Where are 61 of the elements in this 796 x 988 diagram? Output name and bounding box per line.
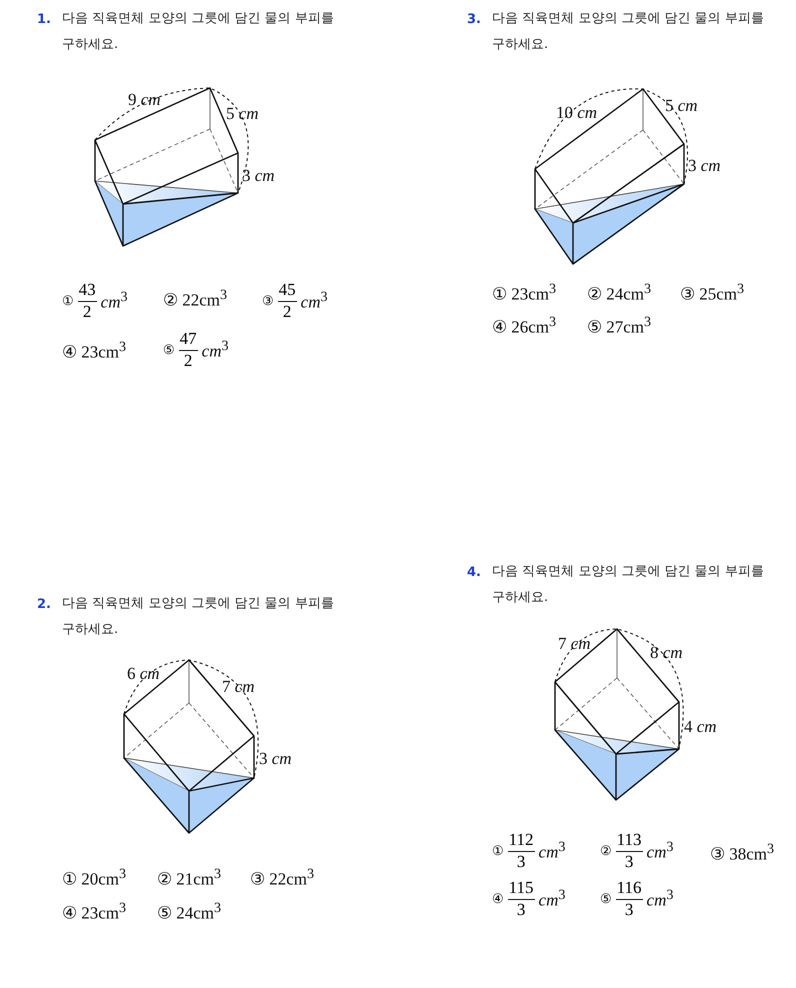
fraction-numerator: 112 [508, 830, 535, 852]
fraction-numerator: 113 [616, 830, 643, 852]
fraction-denominator: 2 [282, 302, 292, 322]
question-number: 2. [37, 597, 51, 612]
question-text: 다음 직육면체 모양의 그릇에 담긴 물의 부피를 구하세요. [492, 10, 765, 54]
fraction-numerator: 43 [78, 280, 97, 302]
choice-marker: ① [492, 844, 504, 858]
question-text: 다음 직육면체 모양의 그릇에 담긴 물의 부피를 구하세요. [492, 563, 765, 607]
dimension-label: 5 cm [665, 96, 698, 116]
fraction-denominator: 2 [184, 351, 192, 371]
dimension-label: 8 cm [650, 643, 683, 663]
answer-choice: ⑤ 24cm$^{3}$ [157, 900, 222, 924]
unit-label: cm$^{3}$ [538, 839, 566, 863]
dimension-label: 5 cm [226, 104, 259, 124]
answer-choice: ③ 22cm$^{3}$ [250, 866, 314, 890]
fraction-denominator: 2 [82, 302, 92, 322]
choice-marker: ⑤ [600, 892, 612, 906]
choice-marker: ③ [262, 294, 274, 308]
answer-choice: ① 23cm$^{3}$ [492, 281, 556, 305]
answer-choice: ④ 23cm$^{3}$ [62, 339, 126, 363]
answer-choice: ② 22cm$^{3}$ [163, 287, 228, 311]
unit-label: cm$^{3}$ [646, 887, 674, 911]
answer-choice: ① 20cm$^{3}$ [62, 866, 126, 890]
fraction-denominator: 3 [516, 900, 526, 920]
question-number: 4. [467, 565, 481, 580]
fraction-denominator: 3 [516, 852, 526, 872]
choice-marker: ① [62, 294, 74, 308]
dimension-label: 7 cm [222, 677, 255, 697]
choice-marker: ② [600, 844, 612, 858]
dimension-label: 10 cm [556, 103, 598, 123]
unit-label: cm$^{3}$ [100, 289, 128, 313]
question-text: 다음 직육면체 모양의 그릇에 담긴 물의 부피를 구하세요. [62, 10, 335, 54]
dimension-label: 7 cm [558, 634, 591, 654]
answer-choice: ③ 38cm$^{3}$ [710, 841, 774, 865]
fraction-numerator: 45 [278, 280, 297, 302]
answer-choice: ② 24cm$^{3}$ [587, 281, 652, 305]
question-number: 1. [37, 12, 51, 27]
dimension-label: 4 cm [684, 717, 717, 737]
question-text: 다음 직육면체 모양의 그릇에 담긴 물의 부피를 구하세요. [62, 595, 335, 639]
fraction-numerator: 115 [508, 878, 535, 900]
unit-label: cm$^{3}$ [538, 887, 566, 911]
dimension-label: 6 cm [127, 664, 160, 684]
unit-label: cm$^{3}$ [646, 839, 674, 863]
answer-choice: ④ 26cm$^{3}$ [492, 314, 556, 338]
answer-choice: ② 21cm$^{3}$ [157, 866, 222, 890]
unit-label: cm$^{3}$ [202, 338, 229, 362]
fraction-numerator: 47 [178, 329, 198, 351]
dimension-label: 3 cm [688, 156, 721, 176]
choice-marker: ⑤ [163, 342, 175, 358]
dimension-label: 3 cm [242, 166, 275, 186]
answer-choice: ⑤ 27cm$^{3}$ [587, 314, 652, 338]
choice-marker: ④ [492, 892, 504, 906]
answer-choice: ③ 25cm$^{3}$ [680, 281, 744, 305]
fraction-denominator: 3 [624, 900, 634, 920]
dimension-label: 3 cm [259, 749, 292, 769]
dimension-label: 9 cm [128, 90, 161, 110]
fraction-denominator: 3 [624, 852, 634, 872]
unit-label: cm$^{3}$ [300, 289, 328, 313]
question-number: 3. [467, 12, 481, 27]
fraction-numerator: 116 [616, 878, 643, 900]
answer-choice: ④ 23cm$^{3}$ [62, 900, 126, 924]
